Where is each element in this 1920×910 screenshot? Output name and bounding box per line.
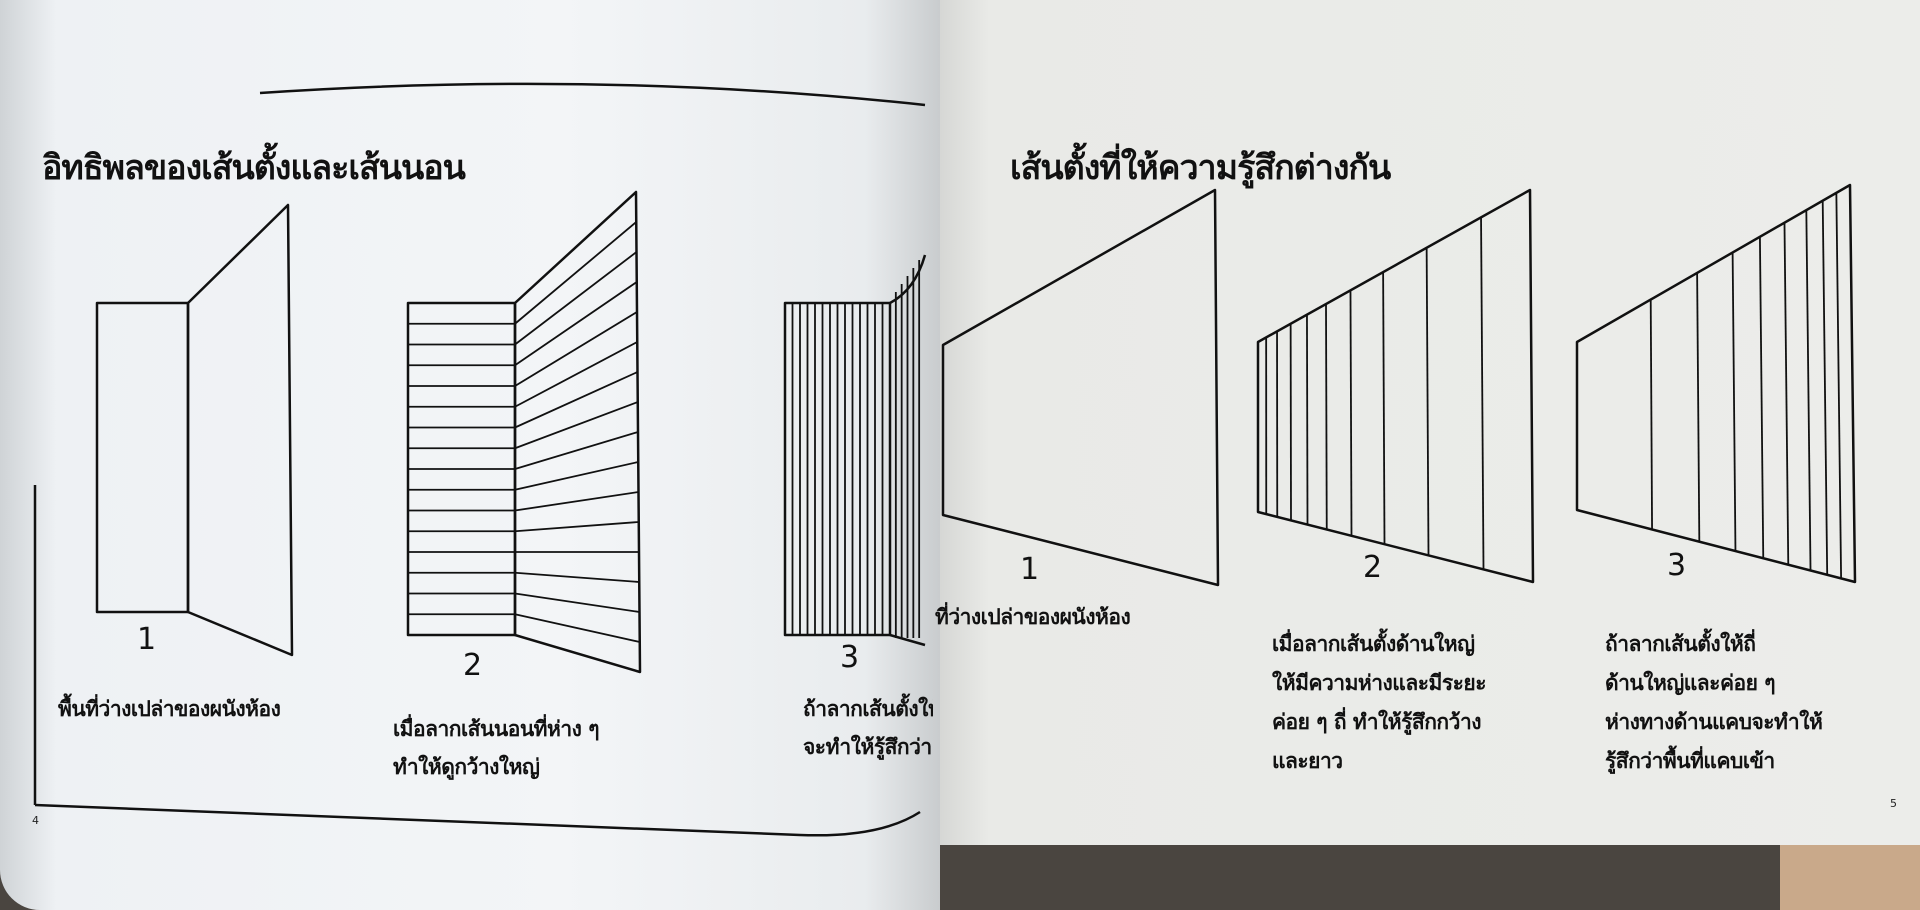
hatch-line: [514, 371, 638, 429]
hatch-line: [514, 281, 638, 366]
hatch-line: [1349, 290, 1353, 536]
hatch-line: [514, 401, 639, 450]
figure-left-3-drawing: [783, 254, 927, 647]
left-page-title: อิทธิพลของเส้นตั้งและเส้นนอน: [42, 148, 466, 188]
caption-line: พื้นที่ว่างเปล่าของผนังห้อง: [58, 697, 281, 721]
figure-number: 3: [1667, 548, 1687, 583]
left-page: [0, 0, 940, 910]
figure-number: 3: [840, 640, 860, 675]
hatch-line: [1425, 247, 1430, 556]
hatch-line: [514, 521, 639, 533]
caption-line: ถ้าลากเส้นตั้งให้: [803, 697, 933, 721]
caption-line: ค่อย ๆ ถี่ ทำให้รู้สึกกว้าง: [1272, 710, 1481, 734]
hatch-line: [1696, 272, 1701, 542]
caption-left-3: ถ้าลากเส้นตั้งให้ จะทำให้รู้สึกว่า: [803, 690, 933, 766]
hatch-line: [514, 571, 640, 583]
caption-left-1: พื้นที่ว่างเปล่าของผนังห้อง: [58, 690, 281, 728]
caption-line: ถ้าลากเส้นตั้งให้ถี่: [1605, 632, 1756, 656]
hatch-line: [514, 592, 640, 613]
hatch-line: [1821, 200, 1829, 575]
caption-line: ทำให้ดูกว้างใหญ่: [393, 755, 540, 779]
caption-line: เมื่อลากเส้นนอนที่ห่าง ๆ: [393, 717, 600, 741]
figure-right-1-drawing: [941, 188, 1220, 587]
hatch-line: [1649, 299, 1653, 530]
figure-left-2-drawing: [406, 190, 642, 674]
figure-right-3-drawing: [1575, 183, 1857, 584]
caption-line: และยาว: [1272, 749, 1343, 773]
caption-line: ให้มีความห่างและมีระยะ: [1272, 671, 1486, 695]
hatch-line: [514, 311, 638, 387]
figure-number: 2: [463, 648, 483, 683]
hatch-line: [1783, 222, 1790, 565]
caption-line: เมื่อลากเส้นตั้งด้านใหญ่: [1272, 632, 1475, 656]
figure-number: 2: [1363, 550, 1383, 585]
figure-number: 1: [1020, 552, 1040, 587]
hatch-line: [1480, 217, 1485, 570]
hatch-line: [514, 251, 638, 346]
caption-right-1: ที่ว่างเปล่าของผนังห้อง: [935, 598, 1131, 636]
hatch-line: [514, 491, 639, 512]
paper-stain: [1780, 845, 1920, 910]
page-number-right: 5: [1890, 797, 1897, 810]
caption-line: ด้านใหญ่และค่อย ๆ: [1605, 671, 1776, 695]
caption-right-2: เมื่อลากเส้นตั้งด้านใหญ่ ให้มีความห่างแล…: [1272, 625, 1486, 781]
figure-right-2-drawing: [1256, 188, 1535, 584]
hatch-line: [514, 431, 639, 470]
top-rule-line: [259, 82, 926, 107]
hatch-line: [514, 221, 637, 325]
hatch-line: [514, 613, 640, 643]
caption-line: รู้สึกว่าพื้นที่แคบเข้า: [1605, 749, 1775, 773]
right-page: [930, 0, 1920, 850]
hatch-line: [1731, 252, 1737, 552]
hatch-line: [1306, 314, 1309, 525]
caption-right-3: ถ้าลากเส้นตั้งให้ถี่ ด้านใหญ่และค่อย ๆ ห…: [1605, 625, 1823, 781]
caption-line: ที่ว่างเปล่าของผนังห้อง: [935, 605, 1131, 629]
figure-left-1-drawing: [95, 203, 294, 657]
page-number-left: 4: [32, 814, 39, 827]
caption-left-2: เมื่อลากเส้นนอนที่ห่าง ๆ ทำให้ดูกว้างใหญ…: [393, 710, 600, 786]
hatch-line: [1382, 272, 1386, 545]
hatch-line: [514, 461, 639, 491]
hatch-line: [1835, 192, 1842, 579]
bottom-rule-line: [34, 803, 921, 837]
hatch-line: [1805, 210, 1812, 571]
hatch-line: [1759, 236, 1765, 559]
hatch-line: [1325, 303, 1328, 530]
caption-line: ห่างทางด้านแคบจะทำให้: [1605, 710, 1823, 734]
figure-number: 1: [137, 622, 157, 657]
hatch-line: [514, 341, 638, 408]
caption-line: จะทำให้รู้สึกว่า: [803, 735, 932, 759]
right-page-title: เส้นตั้งที่ให้ความรู้สึกต่างกัน: [1010, 148, 1391, 188]
